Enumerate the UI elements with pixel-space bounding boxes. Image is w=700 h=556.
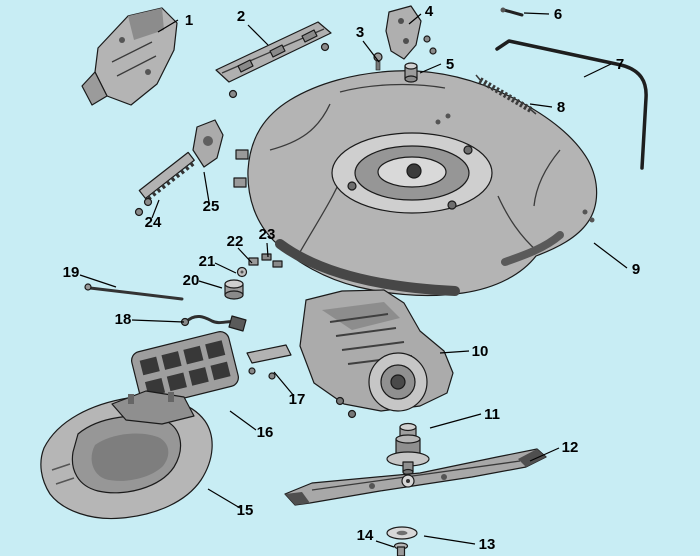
part-18-cable-lever	[180, 314, 247, 332]
leader-20	[198, 280, 223, 289]
part-label-3: 3	[356, 24, 364, 41]
leader-17	[273, 371, 295, 397]
leader-12	[529, 447, 560, 462]
leader-21	[214, 262, 237, 274]
leader-8	[529, 103, 553, 108]
part-23-clips	[261, 253, 283, 268]
leader-7	[583, 63, 612, 78]
part-9-mower-deck	[233, 70, 598, 297]
part-2-rear-door-bar	[215, 21, 332, 99]
part-label-6: 6	[554, 6, 562, 23]
leader-23	[266, 242, 269, 258]
leader-3	[362, 40, 380, 63]
part-15-front-cover	[40, 390, 213, 520]
part-label-22: 22	[227, 233, 244, 250]
part-label-10: 10	[472, 343, 489, 360]
part-5-spacer	[404, 62, 418, 83]
part-label-1: 1	[185, 12, 193, 29]
part-11-blade-adapter	[386, 422, 430, 476]
part-label-19: 19	[63, 264, 80, 281]
part-10-rear-housing	[299, 289, 454, 419]
part-13-washer	[386, 526, 418, 540]
callout-labels: 1 2 3 4 5 6 7 8 9 10 11 12 13 14 15 16 1…	[63, 3, 641, 553]
part-1-deflector-bracket	[81, 7, 178, 106]
part-label-7: 7	[616, 56, 624, 73]
leader-6	[523, 12, 550, 15]
part-label-18: 18	[115, 311, 132, 328]
part-label-11: 11	[484, 406, 500, 423]
part-24-screws	[134, 197, 153, 217]
part-label-16: 16	[257, 424, 274, 441]
part-25-side-bracket	[192, 119, 224, 168]
leader-16	[229, 410, 257, 431]
part-6-pin	[500, 7, 524, 17]
leader-13	[423, 535, 476, 545]
leader-10	[439, 350, 470, 354]
part-label-12: 12	[562, 439, 579, 456]
part-19-rod	[84, 283, 184, 301]
leader-4	[408, 13, 422, 25]
leader-19	[79, 274, 117, 288]
leader-11	[429, 413, 482, 429]
part-label-17: 17	[289, 391, 306, 408]
part-label-21: 21	[199, 253, 216, 270]
part-4-mount-bracket	[385, 5, 437, 60]
part-label-23: 23	[259, 226, 276, 243]
leader-2	[247, 24, 269, 46]
part-label-20: 20	[183, 272, 200, 289]
part-label-9: 9	[632, 261, 640, 278]
part-17-strap-bracket	[246, 344, 292, 380]
part-label-4: 4	[425, 3, 434, 20]
part-label-15: 15	[237, 502, 254, 519]
part-label-2: 2	[237, 8, 245, 25]
part-label-14: 14	[357, 527, 374, 544]
part-24-rake-comb	[138, 151, 196, 201]
part-label-8: 8	[557, 99, 565, 116]
part-21-washer	[236, 266, 248, 278]
leader-18	[131, 319, 185, 323]
part-8-spring	[475, 74, 537, 115]
leader-9	[593, 242, 628, 269]
leader-5	[419, 63, 442, 74]
part-22-screw	[248, 257, 259, 266]
leader-lines	[79, 12, 628, 548]
leader-14	[375, 540, 395, 548]
leader-25	[203, 171, 210, 203]
part-16-vent-panel	[131, 331, 239, 407]
part-label-24: 24	[145, 214, 162, 231]
part-label-25: 25	[203, 198, 220, 215]
leader-24	[151, 199, 160, 219]
part-20-bushing	[224, 279, 244, 300]
part-label-13: 13	[479, 536, 496, 553]
part-7-handle-rod	[495, 39, 648, 170]
leader-15	[207, 488, 241, 509]
leader-22	[237, 247, 253, 264]
part-label-5: 5	[446, 56, 454, 73]
leader-1	[157, 19, 179, 33]
part-12-blade	[284, 448, 547, 506]
part-14-blade-bolt	[393, 542, 409, 556]
